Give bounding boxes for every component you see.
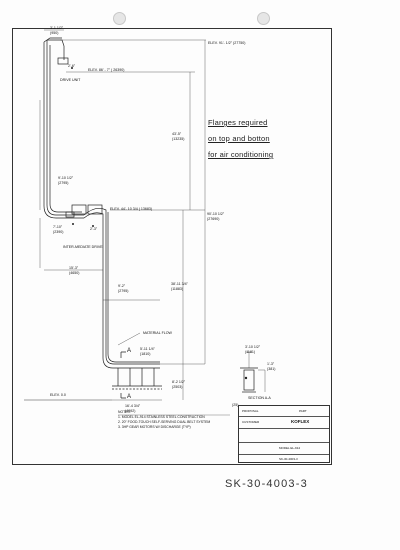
dim-small-a: 2'-6" (68, 64, 76, 68)
section-marker-a-bottom: A (127, 394, 132, 400)
title-block-divider (239, 454, 329, 455)
title-block-sheet: SK-30-4003-3 (279, 457, 298, 461)
dim-overall: 90'-10 1/2" (207, 212, 225, 216)
elev-bottom-label: ELEV. 0.0 (50, 393, 66, 397)
title-block-divider (239, 416, 329, 417)
note-2: 2. 20" FOOD-TOUCH SELF-SERVING DUAL BELT… (118, 420, 211, 424)
section-width: 3'-10 1/2" (245, 345, 261, 349)
dim-offset-mm: (2390) (53, 230, 64, 234)
title-block: PROPOSAL PART CUSTOMER KOFLEX MODEL EL-9… (238, 405, 330, 463)
dim-top-width: 3'-1 1/2" (50, 26, 64, 30)
dim-lower-rise: 38'-11 3/4" (171, 282, 188, 286)
title-block-part: PART (299, 409, 307, 413)
notes-heading: NOTES: (118, 410, 131, 414)
elev-upper-label: ELEV. 86' - 7" ( 26390) (88, 68, 125, 72)
dim-offset: 7'-10" (53, 225, 63, 229)
dim-top-width-mm: (950) (50, 31, 59, 35)
note-3: 3. 3HP GEAR MOTORS W/ DISCHARGE (TYP) (118, 425, 191, 429)
elev-top-label: ELEV. 91'- 1/2" (27750) (208, 41, 246, 45)
handwritten-note-line-1: Flanges required (208, 118, 268, 127)
label-material-flow: MATERIAL FLOW (143, 331, 172, 335)
dim-mid-width-mm: (1810) (140, 352, 151, 356)
drawing-notes: NOTES: 1. MODEL EL-914 STAINLESS STEEL C… (118, 410, 210, 430)
dim-rise-upper-mm: (13235) (172, 137, 185, 141)
title-block-company: KOFLEX (291, 419, 310, 424)
dim-rise-upper: 43'-5" (172, 132, 182, 136)
note-1: 1. MODEL EL-914 STAINLESS STEEL CONSTRUC… (118, 415, 205, 419)
section-scale: (25) (232, 403, 239, 407)
title-block-divider (239, 428, 329, 429)
section-marker-a-top: A (127, 348, 132, 354)
dim-left-rise: 9'-10 1/2" (58, 176, 74, 180)
section-height: 1'-3" (267, 362, 275, 366)
dim-left-lower-mm: (4650) (69, 271, 80, 275)
handwritten-note-line-3: for air conditioning (208, 150, 274, 159)
dim-base-len-mm: (4992) (125, 409, 136, 413)
handwritten-note-line-2: on top and botton (208, 134, 270, 143)
dim-overall-mm: (27690) (207, 217, 220, 221)
drawing-sheet-border (12, 28, 332, 465)
section-height-mm: (381) (267, 367, 276, 371)
title-block-proposal: PROPOSAL (242, 409, 259, 413)
dim-lower-width: 9'-2" (118, 284, 126, 288)
binder-hole-left (113, 12, 126, 25)
title-block-customer: CUSTOMER (242, 420, 260, 424)
dim-lower-width-mm: (2795) (118, 289, 129, 293)
section-width-mm: (1181) (245, 350, 256, 354)
section-title: SECTION A-A (248, 396, 271, 400)
dim-left-lower: 15'-3" (69, 266, 79, 270)
dim-pit: 8'-2 1/2" (172, 380, 186, 384)
binder-hole-right (257, 12, 270, 25)
label-intermediate-drive: INTER-MEDIATE DRIVE (63, 245, 103, 249)
elev-mid-label: ELEV. 44'- 10 3/4 ( 13683) (110, 207, 153, 211)
title-block-divider (239, 442, 329, 443)
dim-pit-mm: (2503) (172, 385, 183, 389)
label-drive-unit: DRIVE UNIT (60, 78, 81, 82)
sheet-number: SK-30-4003-3 (225, 478, 308, 490)
title-block-model: MODEL EL-914 (279, 446, 301, 450)
dim-mid-width: 5'-11 1/4" (140, 347, 155, 351)
dim-left-rise-mm: (2795) (58, 181, 69, 185)
dim-base-len: 16'-4 3/4" (125, 404, 141, 408)
dim-lower-rise-mm: (11883) (171, 287, 184, 291)
dim-small-b: 2'-3" (90, 227, 98, 231)
